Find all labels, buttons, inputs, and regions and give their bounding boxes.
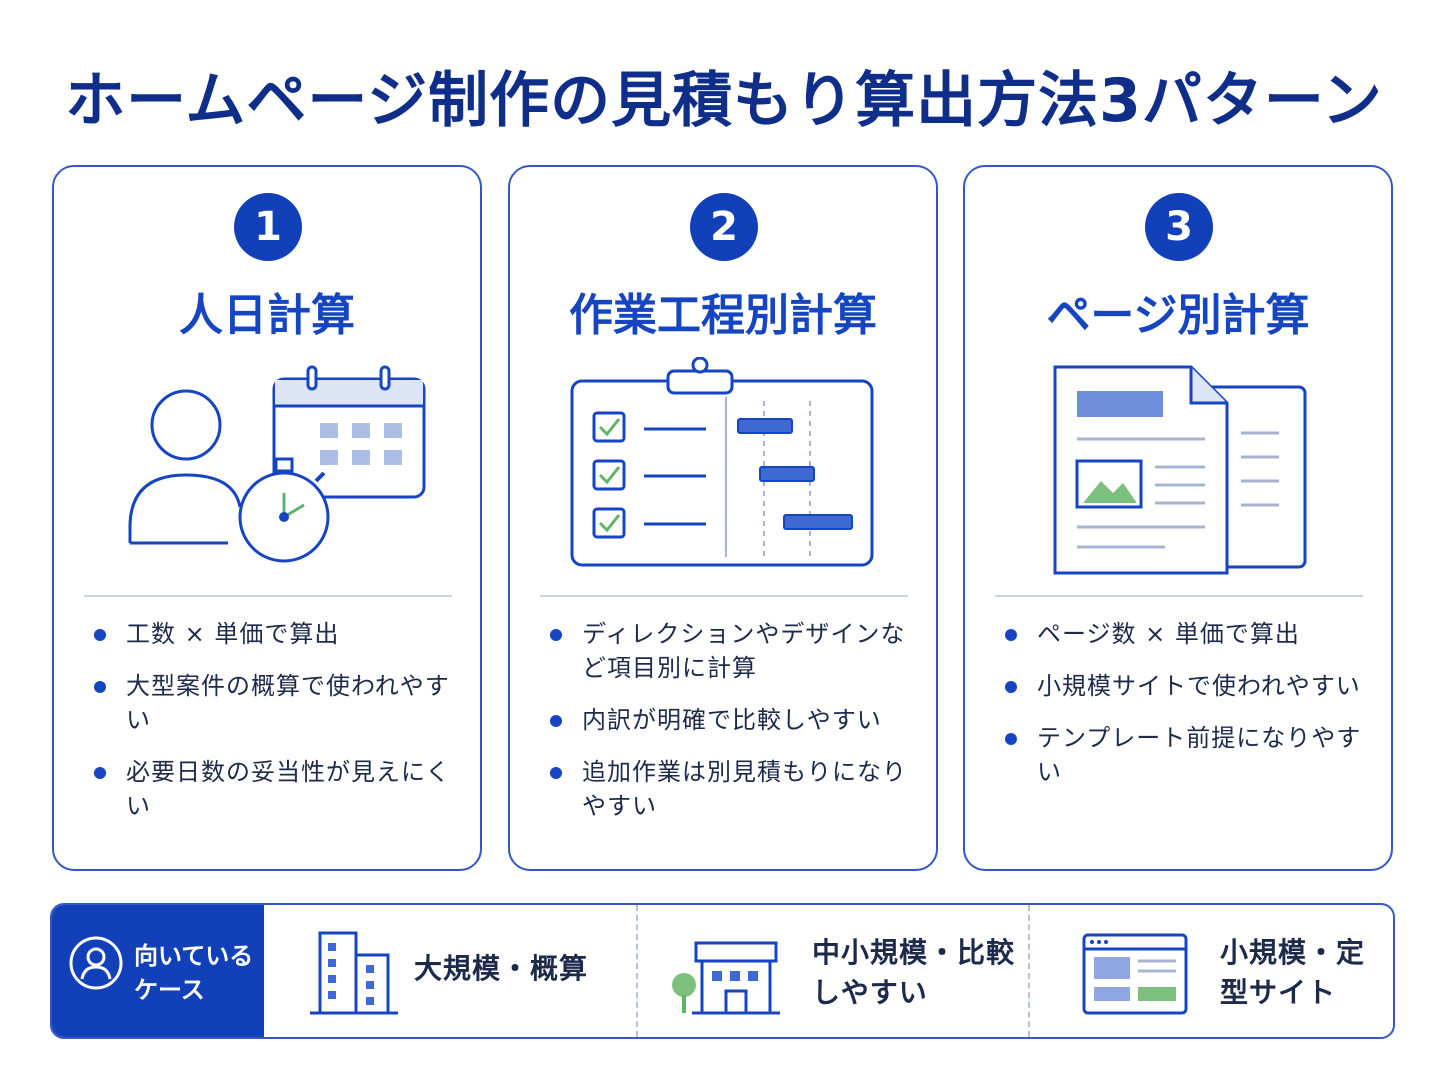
card-divider (84, 595, 452, 597)
list-item: 必要日数の妥当性が見えにくい (94, 755, 464, 823)
card-title: 作業工程別計算 (569, 290, 877, 341)
suitable-cases-label: 向いているケース (134, 942, 254, 1004)
person-calendar-stopwatch-icon (128, 365, 426, 563)
case-text: 大規模・概算 (414, 952, 589, 985)
card-number-badge: 2 (690, 193, 758, 261)
list-item: 大型案件の概算で使われやすい (94, 669, 464, 737)
card-bullet-list: ディレクションやデザインなど項目別に計算 内訳が明確で比較しやすい 追加作業は別… (550, 617, 920, 841)
card-bullet-list: 工数 × 単価で算出 大型案件の概算で使われやすい 必要日数の妥当性が見えにくい (94, 617, 464, 841)
list-item: ページ数 × 単価で算出 (1005, 617, 1375, 651)
user-circle-icon (69, 936, 123, 990)
suitable-cases-bar: 向いているケース 大規模・概算 中小規模・比較しや (50, 903, 1395, 1039)
case-text: 小規模・定型サイト (1220, 936, 1366, 1009)
clipboard-gantt-checklist-icon (570, 357, 874, 567)
suitable-cases-label-panel: 向いているケース (52, 905, 264, 1037)
method-card-process: 2 作業工程別計算 ディレクションやデザインなど項目別に計算 内訳が明確で比較し… (508, 165, 938, 871)
card-divider (995, 595, 1363, 597)
list-item: テンプレート前提になりやすい (1005, 721, 1375, 789)
browser-window-icon (1082, 933, 1188, 1015)
method-card-person-day: 1 人日計算 工数 × 単価で算出 大型案件の概算で使われやすい 必要日数の妥当… (52, 165, 482, 871)
pages-document-icon (1053, 365, 1307, 575)
card-bullet-list: ページ数 × 単価で算出 小規模サイトで使われやすい テンプレート前提になりやす… (1005, 617, 1375, 807)
list-item: 小規模サイトで使われやすい (1005, 669, 1375, 703)
page-title: ホームページ制作の見積もり算出方法3パターン (65, 66, 1383, 136)
list-item: 工数 × 単価で算出 (94, 617, 464, 651)
list-item: ディレクションやデザインなど項目別に計算 (550, 617, 920, 685)
card-title: 人日計算 (179, 290, 355, 341)
case-small-scale: 小規模・定型サイト (1028, 905, 1393, 1037)
case-text: 中小規模・比較しやすい (812, 936, 1016, 1009)
list-item: 内訳が明確で比較しやすい (550, 703, 920, 737)
card-number-badge: 1 (234, 193, 302, 261)
small-building-tree-icon (672, 941, 780, 1015)
card-divider (540, 595, 908, 597)
office-building-icon (310, 931, 398, 1015)
case-mid-scale: 中小規模・比較しやすい (636, 905, 1028, 1037)
method-card-page: 3 ページ別計算 ページ数 × 単価で算出 小規模サイトで使われやすい テンプレ… (963, 165, 1393, 871)
card-number-badge: 3 (1145, 193, 1213, 261)
case-large-scale: 大規模・概算 (264, 905, 636, 1037)
card-title: ページ別計算 (1046, 290, 1310, 341)
list-item: 追加作業は別見積もりになりやすい (550, 755, 920, 823)
